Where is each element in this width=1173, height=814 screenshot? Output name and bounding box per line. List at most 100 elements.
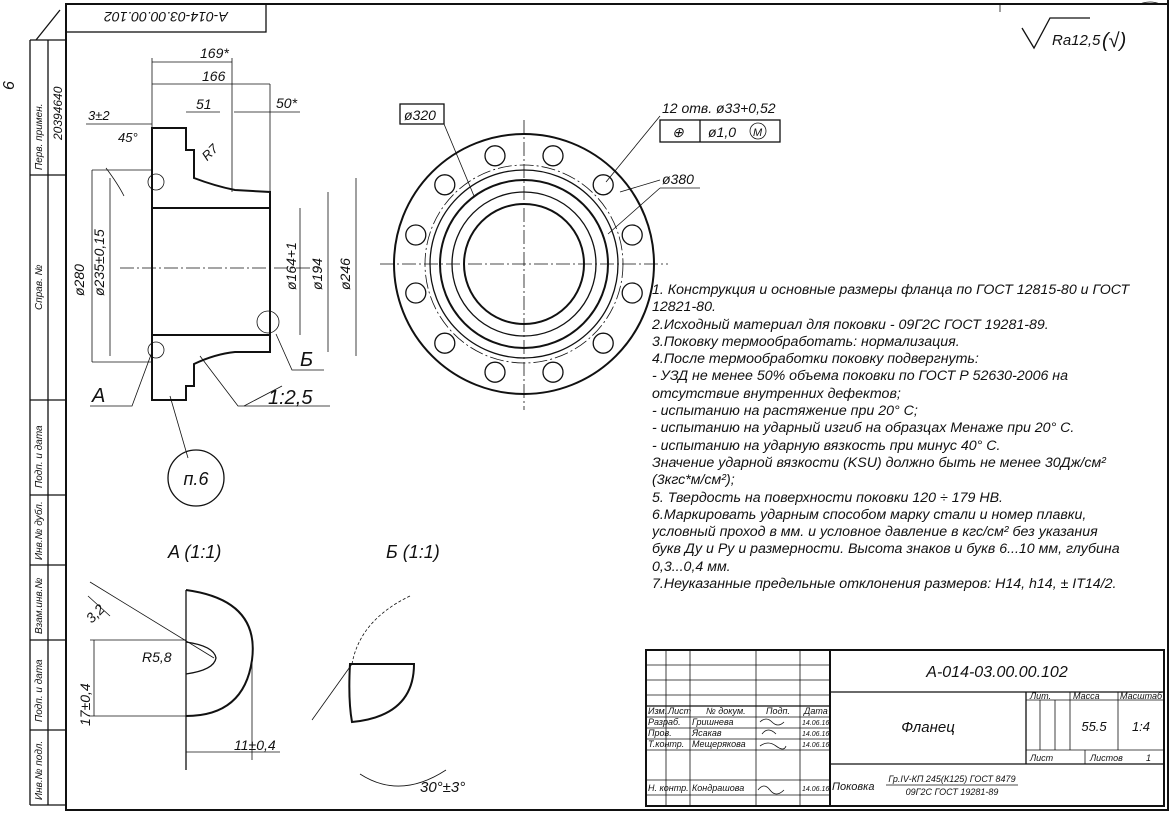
svg-text:14.06.16: 14.06.16 — [802, 742, 829, 749]
svg-text:14.06.16: 14.06.16 — [802, 731, 829, 738]
svg-text:Мещерякова: Мещерякова — [692, 739, 746, 749]
plan-view: ø320 12 отв. ø33+0,52 ⊕ ø1,0 M ø380 — [380, 100, 781, 410]
svg-text:51: 51 — [196, 96, 212, 112]
svg-text:Гришнева: Гришнева — [692, 717, 733, 727]
svg-text:6: 6 — [1, 81, 18, 90]
svg-text:169*: 169* — [200, 45, 229, 61]
bolt-hole — [621, 224, 643, 246]
svg-text:166: 166 — [202, 68, 226, 84]
note-line: Значение ударной вязкости (KSU) должно б… — [652, 454, 1106, 471]
svg-text:⊕: ⊕ — [672, 124, 684, 140]
view-a-title: A (1:1) — [167, 542, 221, 562]
bolt-hole — [592, 332, 614, 354]
note-line: 7.Неуказанные предельные отклонения разм… — [652, 576, 1117, 593]
mass-value: 55.5 — [1081, 719, 1107, 734]
svg-text:ø280: ø280 — [71, 264, 87, 296]
roughness-symbol: Ra12,5 (√) — [999, 1, 1161, 52]
note-line: - испытанию на ударную вязкость при мину… — [652, 437, 1001, 454]
svg-text:ø246: ø246 — [337, 258, 353, 290]
view-a: A (1:1) 3,2 R5,8 17±0,4 11±0,4 — [77, 542, 280, 770]
svg-text:№ докум.: № докум. — [706, 706, 746, 716]
svg-text:11±0,4: 11±0,4 — [234, 737, 276, 753]
svg-text:ø380: ø380 — [662, 171, 694, 187]
rotated-code-box: A-014-03.00.00.102 — [65, 3, 267, 33]
svg-text:1:2,5: 1:2,5 — [268, 387, 313, 409]
bolt-hole — [542, 361, 564, 383]
svg-text:ø235±0,15: ø235±0,15 — [91, 229, 107, 296]
svg-text:R5,8: R5,8 — [142, 649, 172, 665]
svg-text:45°: 45° — [118, 130, 138, 145]
svg-text:Лит.: Лит. — [1029, 691, 1051, 701]
svg-text:14.06.16: 14.06.16 — [802, 786, 829, 793]
note-line: отсутствие внутренних дефектов; — [652, 385, 901, 402]
svg-text:Масса: Масса — [1073, 691, 1100, 701]
note-line: букв Ду и Ру и размерности. Высота знако… — [652, 541, 1120, 558]
strip-label: Подп. и дата — [34, 425, 45, 488]
note-line: - УЗД не менее 50% объема поковки по ГОС… — [652, 368, 1068, 385]
svg-text:A: A — [91, 385, 105, 407]
bolt-hole — [484, 361, 506, 383]
scale-value: 1:4 — [1132, 719, 1150, 734]
strip-label: Взам.инв.№ — [34, 578, 45, 634]
svg-text:ø320: ø320 — [404, 107, 436, 123]
note-line: 5. Твердость на поверхности поковки 120 … — [652, 489, 1003, 506]
svg-text:Н. контр.: Н. контр. — [648, 783, 689, 793]
left-strip: 6 Перв. примен. 20394640 Справ. № Подп. … — [1, 9, 66, 806]
svg-text:Лист: Лист — [667, 706, 692, 716]
svg-text:Пров.: Пров. — [648, 728, 672, 738]
svg-text:Ra12,5: Ra12,5 — [1052, 32, 1101, 49]
svg-text:30°±3°: 30°±3° — [420, 779, 465, 796]
section-view: 169* 166 51 50* 3±2 45° R7 ø280 ø235±0,1… — [71, 45, 357, 507]
svg-text:17±0,4: 17±0,4 — [77, 683, 93, 726]
svg-text:Масштаб: Масштаб — [1120, 691, 1163, 701]
svg-text:R7: R7 — [199, 141, 222, 164]
note-line: (3кгс*м/см²); — [652, 472, 735, 489]
bolt-hole — [405, 282, 427, 304]
svg-text:09Г2С ГОСТ 19281-89: 09Г2С ГОСТ 19281-89 — [906, 787, 999, 797]
part-name: Фланец — [901, 719, 955, 736]
svg-text:(√): (√) — [1102, 30, 1126, 52]
strip-label: Инв.№ дубл. — [33, 501, 45, 560]
svg-text:Изм.: Изм. — [648, 706, 667, 716]
note-line: условный проход в мм. и условное давлени… — [652, 524, 1098, 541]
svg-text:Подп.: Подп. — [766, 706, 790, 716]
svg-text:Б: Б — [300, 349, 313, 371]
technical-requirements: 1. Конструкция и основные размеры фланца… — [652, 282, 1167, 593]
svg-text:50*: 50* — [276, 95, 298, 111]
note-line: 6.Маркировать ударным способом марку ста… — [652, 506, 1087, 523]
strip-value: 20394640 — [51, 86, 65, 141]
svg-text:Лист: Лист — [1029, 753, 1054, 763]
svg-text:1: 1 — [1146, 753, 1151, 763]
note-line: - испытанию на ударный изгиб на образцах… — [652, 420, 1075, 437]
note-line: 3.Поковку термообработать: нормализация. — [652, 333, 960, 350]
svg-text:12 отв. ø33+0,52: 12 отв. ø33+0,52 — [662, 100, 776, 116]
note-line: 4.После термообработки поковку подвергну… — [652, 351, 979, 368]
note-line: - испытанию на растяжение при 20° С; — [652, 403, 918, 420]
svg-text:Кондрашова: Кондрашова — [692, 783, 744, 793]
bolt-hole — [621, 282, 643, 304]
svg-text:Поковка: Поковка — [832, 781, 874, 793]
bolt-hole — [434, 174, 456, 196]
svg-text:Т.контр.: Т.контр. — [648, 739, 684, 749]
svg-text:ø194: ø194 — [309, 258, 325, 290]
note-line: 2.Исходный материал для поковки - 09Г2С … — [652, 316, 1049, 333]
view-b-title: Б (1:1) — [386, 542, 440, 562]
svg-text:M: M — [753, 127, 763, 139]
note-line: 12821-80. — [652, 299, 716, 316]
bolt-hole — [434, 332, 456, 354]
note-line: 1. Конструкция и основные размеры фланца… — [652, 282, 1130, 298]
svg-text:3±2: 3±2 — [88, 108, 110, 123]
strip-label: Справ. № — [34, 264, 45, 310]
svg-text:ø1,0: ø1,0 — [708, 124, 736, 140]
svg-text:14.06.16: 14.06.16 — [802, 720, 829, 727]
view-b: Б (1:1) 30°±3° — [311, 542, 465, 796]
rotated-code: A-014-03.00.00.102 — [104, 9, 229, 25]
title-block: Изм. Лист № докум. Подп. Дата Разраб. Гр… — [645, 649, 1165, 807]
svg-text:Дата: Дата — [803, 706, 828, 716]
svg-text:п.6: п.6 — [184, 469, 210, 489]
note-line: 0,3...0,4 мм. — [652, 558, 731, 575]
bolt-hole — [592, 174, 614, 196]
bolt-hole — [542, 145, 564, 167]
svg-text:Гр.IV-КП 245(К125) ГОСТ 8479: Гр.IV-КП 245(К125) ГОСТ 8479 — [888, 774, 1015, 784]
bolt-hole — [405, 224, 427, 246]
